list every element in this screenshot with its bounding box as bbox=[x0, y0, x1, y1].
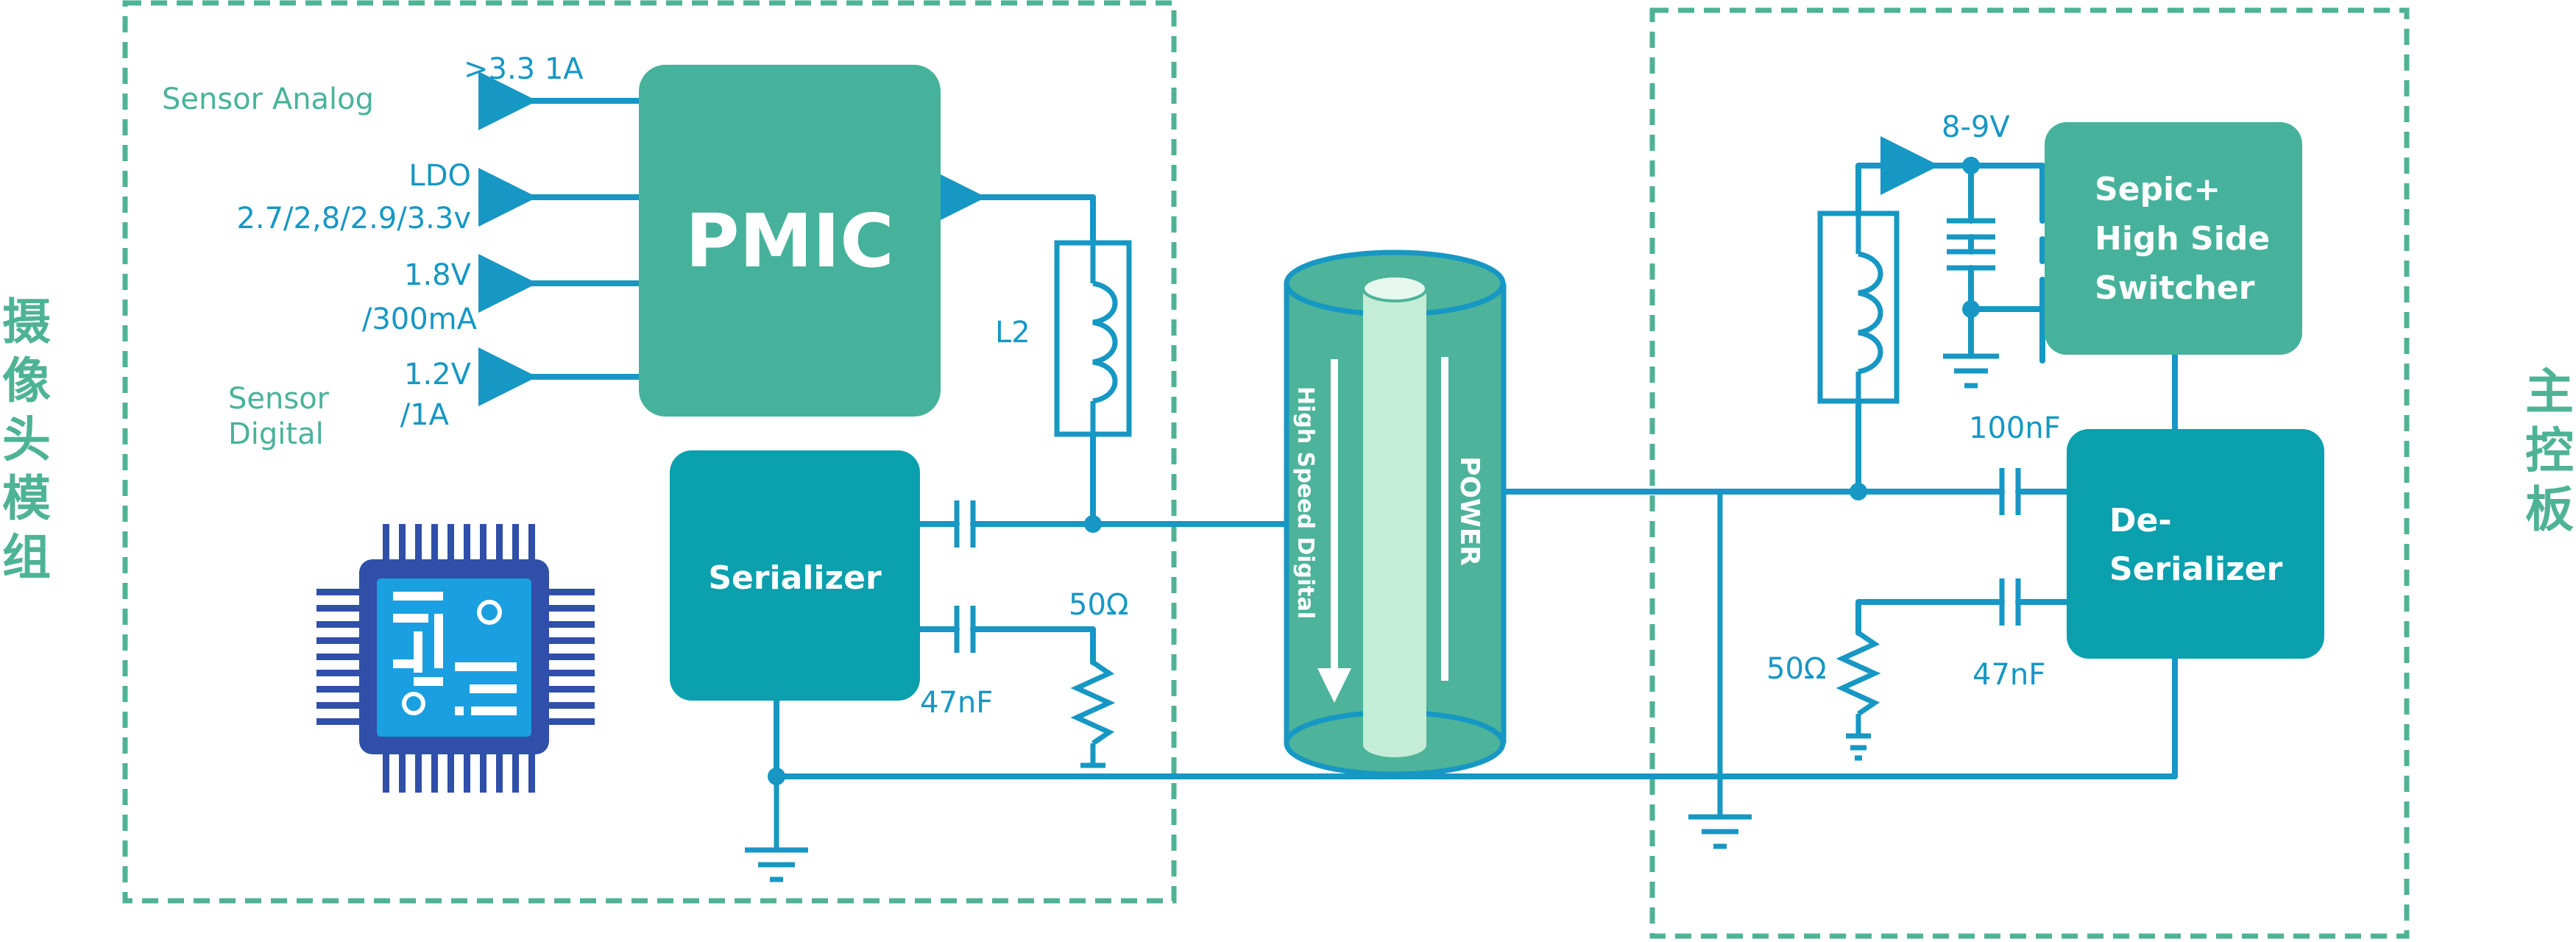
supply-filter-capacitors bbox=[1947, 218, 1995, 271]
sepic-output-wire bbox=[2039, 163, 2056, 364]
pmic-block bbox=[639, 65, 941, 417]
camera-module-border bbox=[122, 0, 1177, 904]
ground-symbol-right bbox=[1688, 492, 1752, 849]
coax-cable bbox=[1284, 249, 1507, 777]
svg-text:组: 组 bbox=[2, 529, 51, 586]
label-1v2: 1.2V bbox=[404, 358, 472, 392]
sepic-label-line-3: Switcher bbox=[2095, 269, 2255, 307]
svg-text:像: 像 bbox=[2, 353, 51, 409]
pmic-label: PMIC bbox=[685, 198, 894, 284]
inductor-l2 bbox=[1054, 240, 1132, 437]
label-out-3v3-1a: >3.3 1A bbox=[464, 52, 584, 86]
sepic-label-line-2: High Side bbox=[2095, 220, 2270, 258]
label-l2: L2 bbox=[995, 316, 1030, 350]
label-ldo: LDO bbox=[408, 159, 471, 193]
svg-text:模: 模 bbox=[2, 470, 51, 527]
svg-text:控: 控 bbox=[2525, 422, 2574, 479]
label-1v2-current: /1A bbox=[400, 398, 450, 432]
svg-text:头: 头 bbox=[2, 411, 51, 468]
label-50ohm-left: 50Ω bbox=[1069, 588, 1128, 622]
termination-wire-right bbox=[1855, 599, 2071, 636]
resistor-50ohm-right bbox=[1836, 631, 1881, 761]
inductor-right bbox=[1817, 210, 1900, 404]
label-47nf-left: 47nF bbox=[920, 686, 993, 720]
label-47nf-right: 47nF bbox=[1972, 658, 2045, 692]
label-sensor-analog: Sensor Analog bbox=[162, 82, 374, 116]
deserializer-label-line-1: De- bbox=[2109, 502, 2172, 539]
serializer-label: Serializer bbox=[708, 559, 882, 597]
deserializer-label-line-2: Serializer bbox=[2109, 550, 2283, 588]
capacitor-100nf-right bbox=[1999, 468, 2021, 515]
capacitor-47nf-right bbox=[1999, 578, 2021, 626]
junction-dot-l2 bbox=[1084, 515, 1102, 533]
main-board-border bbox=[1649, 7, 2410, 939]
label-digital: Digital bbox=[228, 417, 324, 451]
chip-icon bbox=[316, 524, 595, 793]
ground-return-wire bbox=[774, 656, 2178, 779]
termination-wire-left bbox=[917, 626, 1096, 665]
ground-symbol-left bbox=[745, 776, 808, 882]
svg-text:主: 主 bbox=[2525, 364, 2574, 420]
sepic-label-line-1: Sepic+ bbox=[2095, 171, 2221, 208]
camera-module-label: 摄 像 头 模 组 bbox=[2, 294, 51, 586]
high-speed-digital-label: High Speed Digital bbox=[1292, 386, 1318, 619]
resistor-50ohm-left bbox=[1070, 660, 1116, 768]
capacitor-47nf-left bbox=[954, 606, 976, 653]
serializer-block bbox=[670, 450, 920, 701]
label-100nf: 100nF bbox=[1969, 411, 2061, 445]
svg-text:板: 板 bbox=[2525, 481, 2574, 538]
ground-symbol-sepic bbox=[1943, 353, 1999, 389]
sepic-switcher-block bbox=[2045, 122, 2302, 355]
label-sensor: Sensor bbox=[228, 382, 330, 416]
coupling-capacitor-top-left bbox=[954, 500, 976, 548]
label-8-9v: 8-9V bbox=[1942, 110, 2010, 144]
main-board-label: 主 控 板 bbox=[2525, 364, 2574, 538]
svg-text:摄: 摄 bbox=[2, 294, 51, 350]
deserializer-block bbox=[2067, 429, 2324, 659]
label-50ohm-right: 50Ω bbox=[1766, 652, 1826, 686]
label-ldo-values: 2.7/2,8/2.9/3.3v bbox=[236, 202, 471, 236]
label-1v8: 1.8V bbox=[404, 258, 472, 292]
power-label: POWER bbox=[1454, 456, 1485, 566]
label-1v8-current: /300mA bbox=[362, 302, 478, 336]
